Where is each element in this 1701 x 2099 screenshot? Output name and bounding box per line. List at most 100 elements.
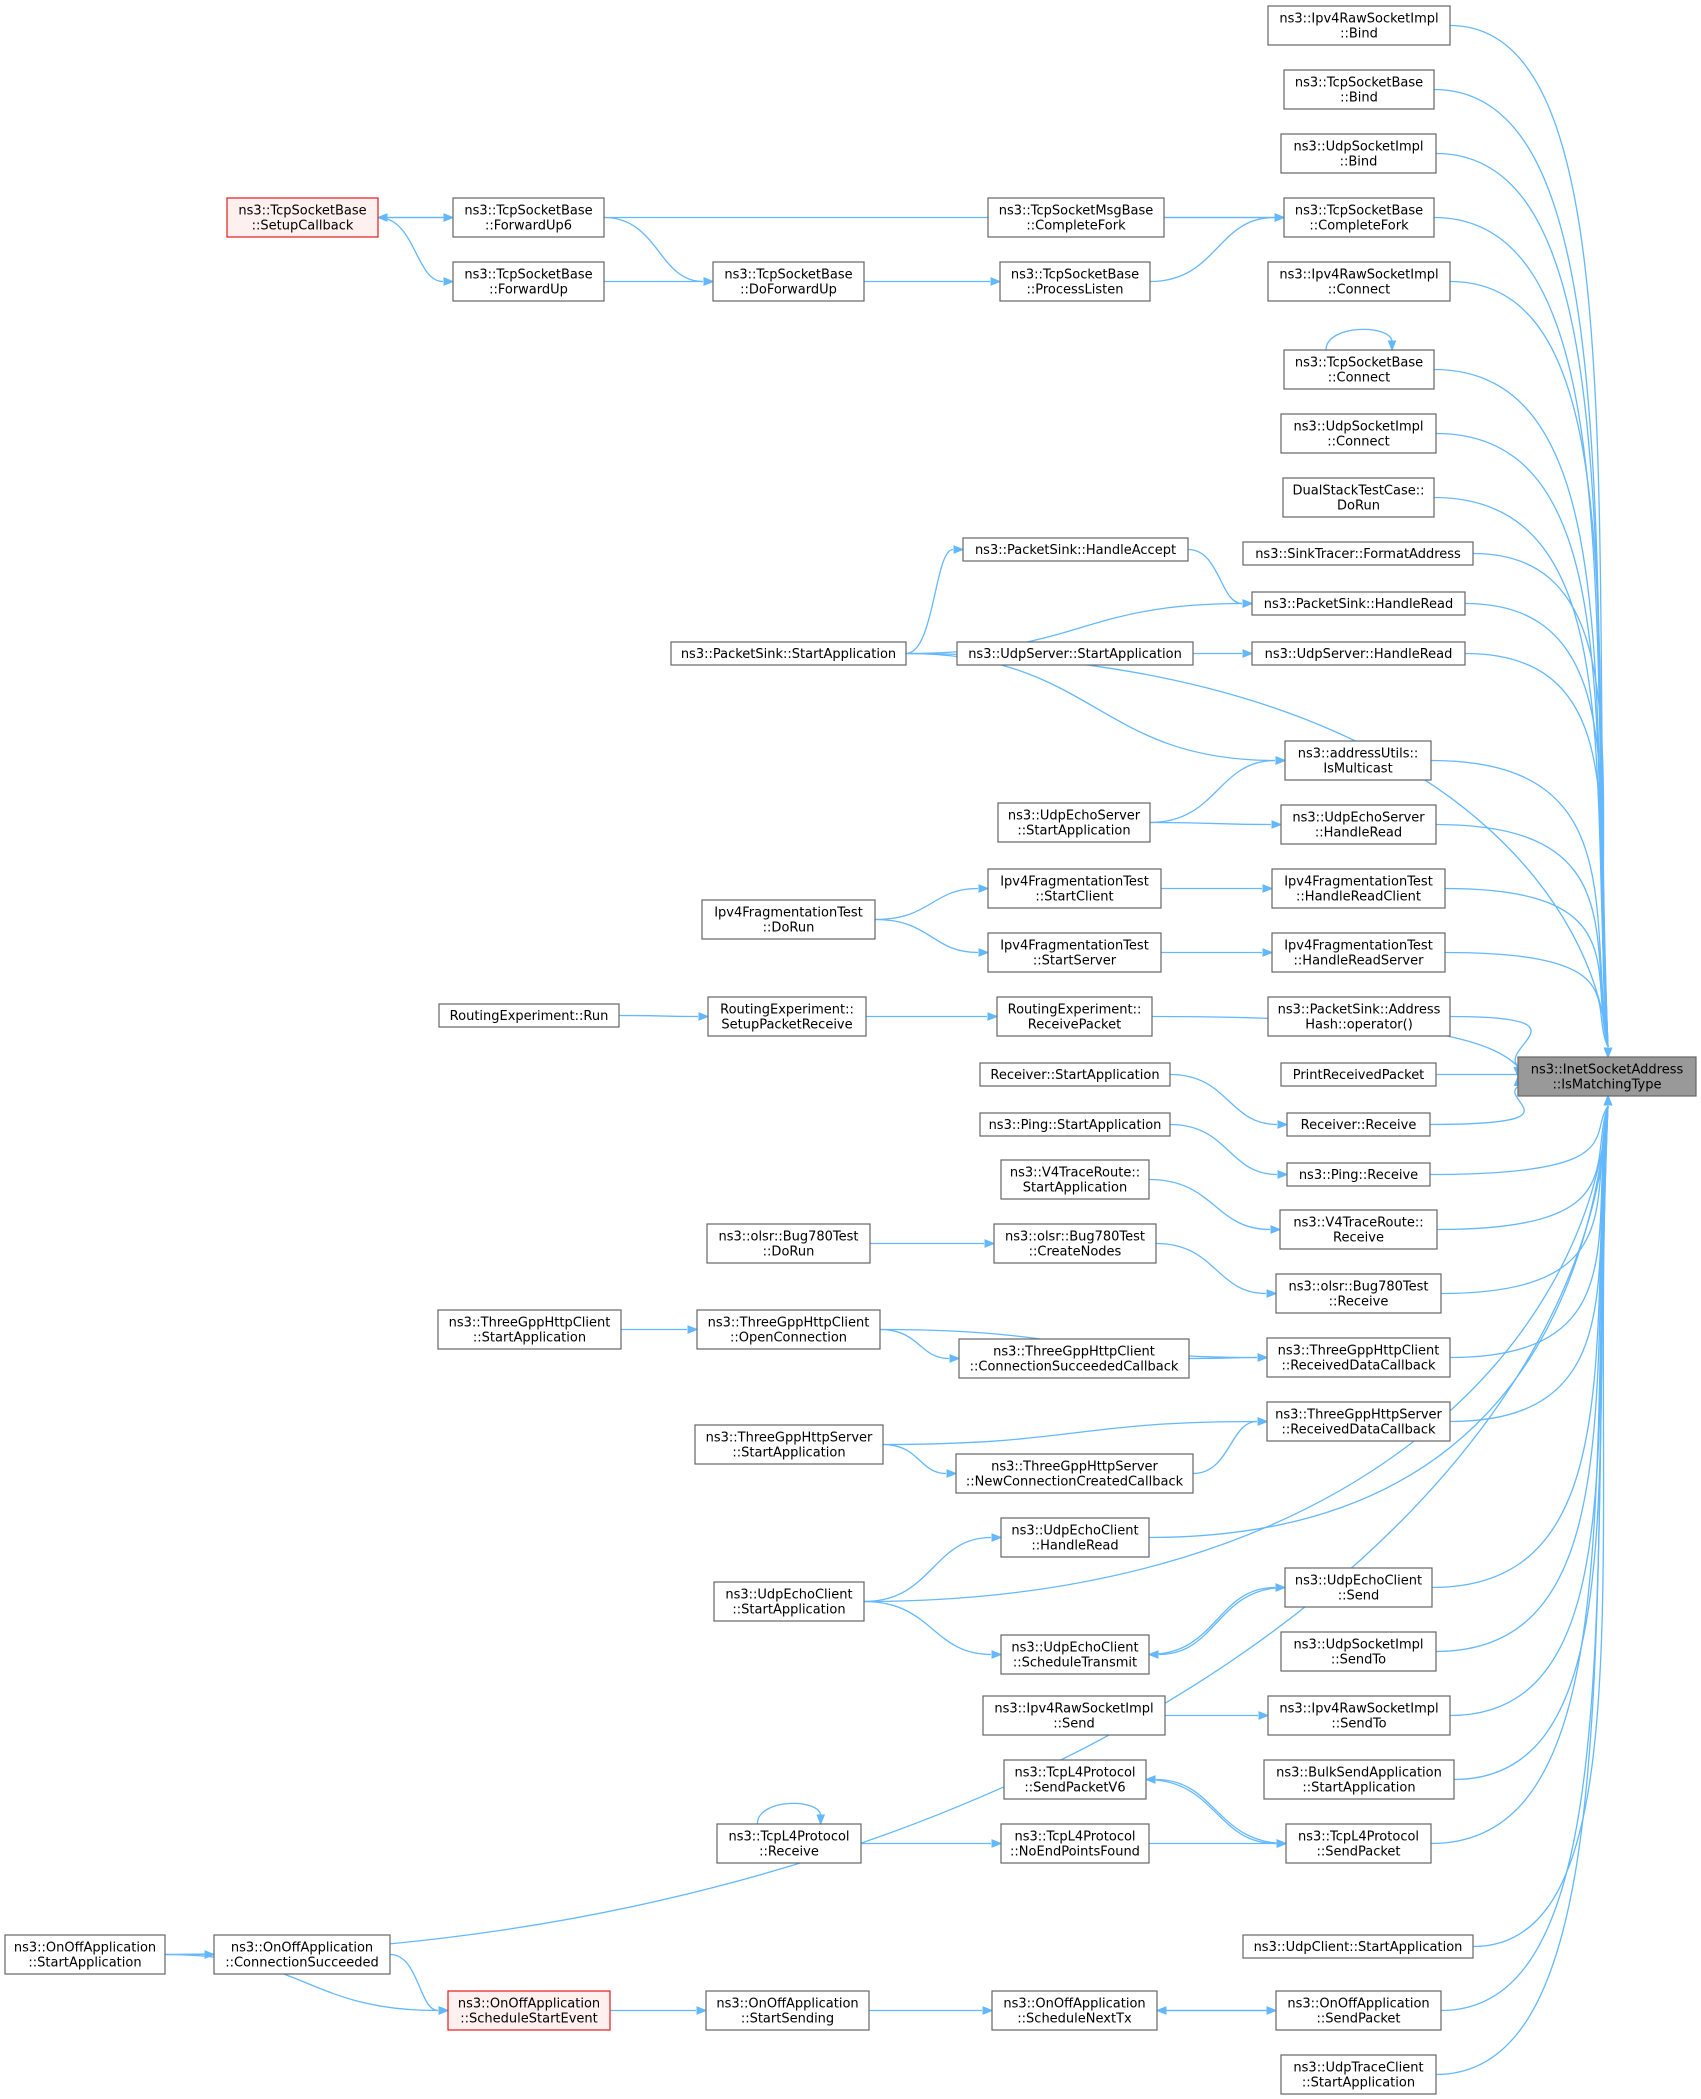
node-client_connsucceeded[interactable]: ns3::ThreeGppHttpClient::ConnectionSucce…	[958, 1338, 1190, 1379]
node-bug780_createnodes[interactable]: ns3::olsr::Bug780Test::CreateNodes	[993, 1223, 1157, 1264]
node-ismulticast[interactable]: ns3::addressUtils::IsMulticast	[1284, 740, 1432, 781]
node-bug780_dorun[interactable]: ns3::olsr::Bug780Test::DoRun	[706, 1223, 871, 1264]
node-udpserver_start[interactable]: ns3::UdpServer::StartApplication	[956, 641, 1194, 666]
node-box	[987, 197, 1165, 238]
node-label-line: ns3::BulkSendApplication	[1276, 1766, 1442, 1781]
node-box	[1000, 1517, 1150, 1558]
node-ps_handleaccept[interactable]: ns3::PacketSink::HandleAccept	[962, 537, 1189, 562]
node-box	[1263, 1759, 1455, 1800]
call-edge-tcp_forwardup-to-tcp_doforwardup	[603, 277, 715, 286]
node-ps_handleread[interactable]: ns3::PacketSink::HandleRead	[1251, 591, 1466, 616]
node-server_newconn[interactable]: ns3::ThreeGppHttpServer::NewConnectionCr…	[955, 1453, 1194, 1494]
node-routing_run[interactable]: RoutingExperiment::Run	[438, 1003, 620, 1028]
node-client_openconnection[interactable]: ns3::ThreeGppHttpClient::OpenConnection	[696, 1309, 881, 1350]
node-label-line: ns3::TcpSocketBase	[464, 204, 592, 219]
node-echoserver_handleread[interactable]: ns3::UdpEchoServer::HandleRead	[1280, 804, 1437, 845]
node-ps_start[interactable]: ns3::PacketSink::StartApplication	[670, 641, 907, 666]
node-tcp_forwardup[interactable]: ns3::TcpSocketBase::ForwardUp	[452, 261, 605, 302]
node-ipv4raw_connect[interactable]: ns3::Ipv4RawSocketImpl::Connect	[1267, 261, 1451, 302]
node-onoff_sendpacket[interactable]: ns3::OnOffApplication::SendPacket	[1275, 1990, 1442, 2031]
call-edge-tcpl4_receive-to-tcpl4_receive	[756, 1802, 826, 1826]
call-edge-ps_start-to-ps_handleaccept	[905, 545, 965, 655]
node-routing_setup[interactable]: RoutingExperiment::SetupPacketReceive	[707, 996, 867, 1037]
node-box	[979, 1112, 1171, 1137]
node-frag_handlereadserver[interactable]: Ipv4FragmentationTest::HandleReadServer	[1271, 932, 1446, 973]
node-frag_dorun[interactable]: Ipv4FragmentationTest::DoRun	[701, 899, 876, 940]
node-tcp_completefork[interactable]: ns3::TcpSocketBase::CompleteFork	[1283, 197, 1435, 238]
node-client_start[interactable]: ns3::ThreeGppHttpClient::StartApplicatio…	[437, 1309, 622, 1350]
call-edge-udpclient_start-to-target	[1472, 1094, 1613, 1948]
node-routing_receivepacket[interactable]: RoutingExperiment::ReceivePacket	[996, 996, 1153, 1037]
node-ipv4raw_sendto[interactable]: ns3::Ipv4RawSocketImpl::SendTo	[1267, 1695, 1451, 1736]
node-onoff_schedulenext[interactable]: ns3::OnOffApplication::ScheduleNextTx	[991, 1990, 1158, 2031]
node-echoclient_schedule[interactable]: ns3::UdpEchoClient::ScheduleTransmit	[1000, 1634, 1150, 1675]
node-layer: ns3::InetSocketAddress::IsMatchingTypens…	[4, 5, 1697, 2095]
node-label-line: ::DoRun	[763, 921, 815, 936]
node-tcpl4_sendpacket[interactable]: ns3::TcpL4Protocol::SendPacket	[1285, 1823, 1432, 1864]
node-echoclient_send[interactable]: ns3::UdpEchoClient::Send	[1284, 1567, 1433, 1608]
node-sinktracer[interactable]: ns3::SinkTracer::FormatAddress	[1242, 541, 1474, 566]
node-udptraceclient_start[interactable]: ns3::UdpTraceClient::StartApplication	[1280, 2054, 1437, 2095]
node-ping_receive[interactable]: ns3::Ping::Receive	[1286, 1162, 1431, 1187]
node-target[interactable]: ns3::InetSocketAddress::IsMatchingType	[1517, 1056, 1697, 1097]
node-receiver_receive[interactable]: Receiver::Receive	[1286, 1112, 1431, 1137]
node-label-line: ::StartApplication	[1017, 824, 1130, 839]
node-label-line: ::DoForwardUp	[740, 283, 837, 298]
node-tcp_bind[interactable]: ns3::TcpSocketBase::Bind	[1283, 69, 1435, 110]
call-edge-echoclient_schedule-to-echoclient_send	[1148, 1583, 1287, 1656]
node-v4trace_receive[interactable]: ns3::V4TraceRoute::Receive	[1279, 1209, 1438, 1250]
node-label-line: ns3::olsr::Bug780Test	[718, 1230, 858, 1245]
call-edge-bug780_receive-to-target	[1440, 1094, 1613, 1295]
node-label-line: ns3::ThreeGppHttpClient	[449, 1316, 611, 1331]
node-frag_startclient[interactable]: Ipv4FragmentationTest::StartClient	[987, 868, 1162, 909]
node-dualstack[interactable]: DualStackTestCase::DoRun	[1282, 477, 1435, 518]
node-udp_bind[interactable]: ns3::UdpSocketImpl::Bind	[1280, 133, 1437, 174]
node-client_receiveddata[interactable]: ns3::ThreeGppHttpClient::ReceivedDataCal…	[1266, 1337, 1451, 1378]
node-label-line: ns3::UdpEchoClient	[1011, 1641, 1138, 1656]
call-edge-receiver_start-to-receiver_receive	[1169, 1073, 1289, 1129]
node-label-line: ::StartApplication	[473, 1331, 586, 1346]
node-udpclient_start[interactable]: ns3::UdpClient::StartApplication	[1242, 1934, 1474, 1959]
node-label-line: DualStackTestCase::	[1293, 484, 1425, 499]
node-ping_start[interactable]: ns3::Ping::StartApplication	[979, 1112, 1171, 1137]
node-msgbase_completefork[interactable]: ns3::TcpSocketMsgBase::CompleteFork	[987, 197, 1165, 238]
node-echoserver_start[interactable]: ns3::UdpEchoServer::StartApplication	[997, 802, 1151, 843]
node-bulksend_start[interactable]: ns3::BulkSendApplication::StartApplicati…	[1263, 1759, 1455, 1800]
node-bug780_receive[interactable]: ns3::olsr::Bug780Test::Receive	[1275, 1273, 1442, 1314]
node-printreceived[interactable]: PrintReceivedPacket	[1280, 1062, 1437, 1087]
node-udp_connect[interactable]: ns3::UdpSocketImpl::Connect	[1280, 413, 1437, 454]
node-onoff_startsending[interactable]: ns3::OnOffApplication::StartSending	[705, 1990, 870, 2031]
node-ipv4raw_send[interactable]: ns3::Ipv4RawSocketImpl::Send	[982, 1695, 1166, 1736]
node-tcp_setupcallback[interactable]: ns3::TcpSocketBase::SetupCallback	[226, 197, 379, 238]
node-server_start[interactable]: ns3::ThreeGppHttpServer::StartApplicatio…	[694, 1424, 884, 1465]
node-onoff_schedulestart[interactable]: ns3::OnOffApplication::ScheduleStartEven…	[447, 1990, 611, 2031]
node-udp_sendto[interactable]: ns3::UdpSocketImpl::SendTo	[1280, 1631, 1437, 1672]
node-tcp_forwardup6[interactable]: ns3::TcpSocketBase::ForwardUp6	[452, 197, 605, 238]
node-tcpl4_sendpacketv6[interactable]: ns3::TcpL4Protocol::SendPacketV6	[1003, 1759, 1147, 1800]
node-label-line: ::StartServer	[1033, 954, 1117, 969]
call-edge-ps_start-to-ismulticast	[905, 652, 1287, 765]
node-box	[1267, 996, 1451, 1037]
node-label-line: ::ReceivedDataCallback	[1281, 1359, 1436, 1374]
node-onoff_connsucceeded[interactable]: ns3::OnOffApplication::ConnectionSucceed…	[213, 1934, 391, 1975]
node-frag_startserver[interactable]: Ipv4FragmentationTest::StartServer	[987, 932, 1162, 973]
call-edge-ping_receive-to-target	[1429, 1094, 1613, 1176]
node-label-line: ns3::Ping::StartApplication	[989, 1118, 1162, 1133]
node-frag_handlereadclient[interactable]: Ipv4FragmentationTest::HandleReadClient	[1271, 868, 1446, 909]
node-tcpl4_receive[interactable]: ns3::TcpL4Protocol::Receive	[716, 1823, 862, 1864]
node-echoclient_handleread[interactable]: ns3::UdpEchoClient::HandleRead	[1000, 1517, 1150, 1558]
node-tcp_processlisten[interactable]: ns3::TcpSocketBase::ProcessListen	[999, 261, 1151, 302]
node-udpserver_handleread[interactable]: ns3::UdpServer::HandleRead	[1251, 641, 1466, 666]
node-server_receiveddata[interactable]: ns3::ThreeGppHttpServer::ReceivedDataCal…	[1266, 1401, 1451, 1442]
node-label-line: ::NoEndPointsFound	[1010, 1845, 1140, 1860]
node-tcp_doforwardup[interactable]: ns3::TcpSocketBase::DoForwardUp	[712, 261, 865, 302]
node-v4trace_start[interactable]: ns3::V4TraceRoute::StartApplication	[1000, 1159, 1150, 1200]
node-echoclient_start[interactable]: ns3::UdpEchoClient::StartApplication	[713, 1581, 865, 1622]
node-label-line: ns3::OnOffApplication	[716, 1997, 858, 2012]
node-ipv4raw_bind[interactable]: ns3::Ipv4RawSocketImpl::Bind	[1267, 5, 1451, 46]
node-onoff_start[interactable]: ns3::OnOffApplication::StartApplication	[4, 1934, 166, 1975]
node-tcpl4_noendpoints[interactable]: ns3::TcpL4Protocol::NoEndPointsFound	[1000, 1823, 1150, 1864]
node-tcp_connect[interactable]: ns3::TcpSocketBase::Connect	[1283, 349, 1435, 390]
node-receiver_start[interactable]: Receiver::StartApplication	[979, 1062, 1171, 1087]
